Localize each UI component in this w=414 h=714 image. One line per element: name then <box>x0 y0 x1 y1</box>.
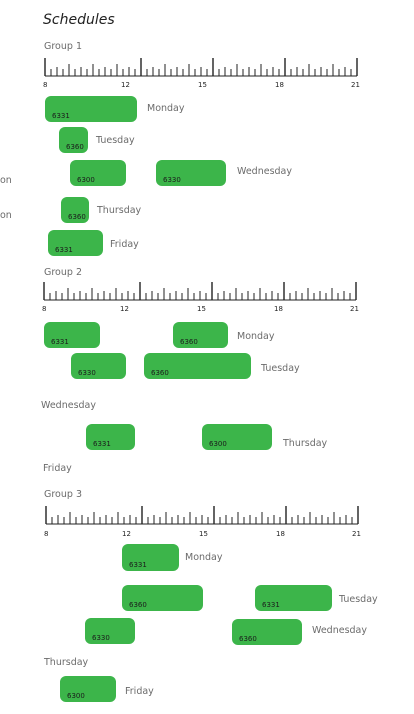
schedule-bar[interactable]: 6360 <box>232 619 302 645</box>
ruler-label: 12 <box>120 305 129 313</box>
day-label: Monday <box>147 103 185 114</box>
clipped-label: on <box>0 210 12 221</box>
ruler-label: 18 <box>275 81 284 89</box>
schedule-bar[interactable]: 6300 <box>202 424 272 450</box>
day-label: Wednesday <box>41 400 97 411</box>
bar-label: 6300 <box>209 440 227 448</box>
time-ruler: 8 12 15 18 21 <box>43 58 360 89</box>
bar-label: 6331 <box>52 112 70 120</box>
day-label: Thursday <box>97 205 142 216</box>
schedule-bar[interactable]: 6360 <box>122 585 203 611</box>
group-label: Group 2 <box>44 267 82 278</box>
bar-label: 6360 <box>68 213 86 221</box>
ruler-label: 15 <box>197 305 206 313</box>
schedule-bar[interactable]: 6331 <box>86 424 135 450</box>
schedule-bar[interactable]: 6331 <box>45 96 137 122</box>
day-label: Friday <box>125 686 154 697</box>
day-label: Tuesday <box>261 363 300 374</box>
bar-label: 6331 <box>93 440 111 448</box>
schedule-bar[interactable]: 6331 <box>122 544 179 571</box>
time-ruler: 8 12 15 18 21 <box>42 282 359 313</box>
ruler-label: 15 <box>199 530 208 538</box>
schedule-bar[interactable]: 6330 <box>85 618 135 644</box>
ruler-ticks <box>43 282 357 300</box>
time-ruler: 8 12 15 18 21 <box>44 506 361 538</box>
bar-label: 6300 <box>67 692 85 700</box>
ruler-label: 21 <box>350 305 359 313</box>
bar-label: 6330 <box>92 634 110 642</box>
bar-label: 6331 <box>55 246 73 254</box>
schedule-bar[interactable]: 6331 <box>255 585 332 611</box>
bar-label: 6360 <box>239 635 257 643</box>
group-label: Group 3 <box>44 489 82 500</box>
day-label: Monday <box>237 331 275 342</box>
ruler-label: 8 <box>44 530 48 538</box>
bar-label: 6360 <box>129 601 147 609</box>
ruler-ticks <box>45 506 359 524</box>
schedule-bar[interactable]: 6331 <box>44 322 100 348</box>
day-label: Monday <box>185 552 223 563</box>
bar-label: 6360 <box>151 369 169 377</box>
ruler-label: 21 <box>352 530 361 538</box>
schedule-bar[interactable]: 6300 <box>70 160 126 186</box>
bar-label: 6330 <box>163 176 181 184</box>
ruler-label: 8 <box>42 305 46 313</box>
ruler-label: 12 <box>122 530 131 538</box>
day-label: Tuesday <box>96 135 135 146</box>
bar-label: 6331 <box>51 338 69 346</box>
ruler-label: 8 <box>43 81 47 89</box>
schedule-bar[interactable]: 6360 <box>59 127 88 153</box>
ruler-label: 12 <box>121 81 130 89</box>
bar-label: 6360 <box>66 143 84 151</box>
day-label: Friday <box>110 239 139 250</box>
day-label: Thursday <box>44 657 89 668</box>
ruler-label: 18 <box>276 530 285 538</box>
day-label: Tuesday <box>339 594 378 605</box>
bar-label: 6360 <box>180 338 198 346</box>
day-label: Wednesday <box>237 166 293 177</box>
day-label: Wednesday <box>312 625 368 636</box>
ruler-label: 15 <box>198 81 207 89</box>
schedule-bar[interactable]: 6360 <box>61 197 89 223</box>
ruler-label: 18 <box>274 305 283 313</box>
ruler-label: 21 <box>351 81 360 89</box>
day-label: Thursday <box>283 438 328 449</box>
clipped-label: on <box>0 175 12 186</box>
schedule-bar[interactable]: 6300 <box>60 676 116 702</box>
schedule-bar[interactable]: 6360 <box>144 353 251 379</box>
page-title: Schedules <box>43 12 115 28</box>
schedule-bar[interactable]: 6330 <box>156 160 226 186</box>
day-label: Friday <box>43 463 72 474</box>
bar-label: 6300 <box>77 176 95 184</box>
group-label: Group 1 <box>44 41 82 52</box>
bar-label: 6331 <box>129 561 147 569</box>
bar-label: 6331 <box>262 601 280 609</box>
ruler-ticks <box>44 58 358 76</box>
schedule-bar[interactable]: 6331 <box>48 230 103 256</box>
schedule-bar[interactable]: 6360 <box>173 322 228 348</box>
schedule-bar[interactable]: 6330 <box>71 353 126 379</box>
bar-label: 6330 <box>78 369 96 377</box>
